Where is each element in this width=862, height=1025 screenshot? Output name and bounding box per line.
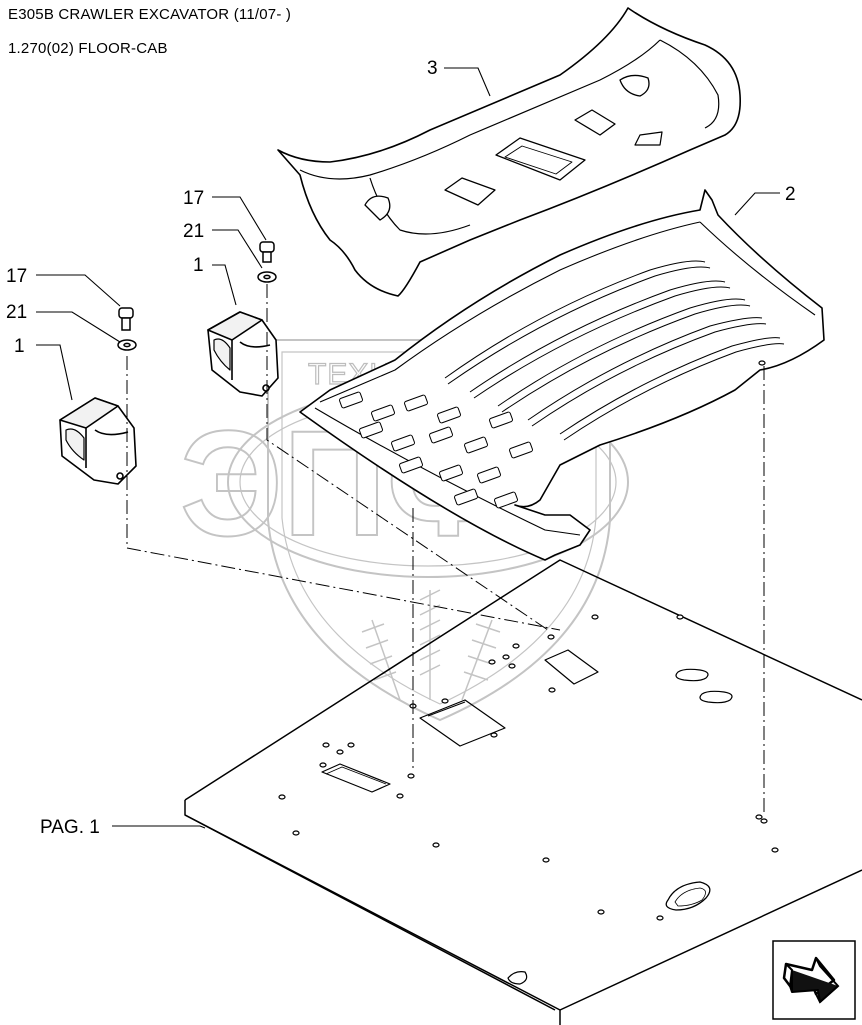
callout-mount-lower: 1 [14,336,25,357]
section-title: 1.270(02) FLOOR-CAB [8,40,168,57]
callout-washer-upper: 21 [183,221,204,242]
part-2-floor-mat [299,189,825,561]
bolt-upper [259,241,275,263]
assembly-lines [126,284,765,815]
callout-bolt-upper: 17 [183,188,204,209]
callout-bolt-lower: 17 [6,266,27,287]
leader-lines [36,67,780,829]
part-3-floor-cover [277,7,742,297]
washer-upper [257,271,277,283]
mount-upper [207,311,279,397]
model-title: E305B CRAWLER EXCAVATOR (11/07- ) [8,6,292,23]
washer-lower [117,339,137,351]
arrow-icon [772,940,856,1020]
wheat-icon [361,589,501,701]
cab-floor-base [184,559,862,1025]
callout-mount-upper: 1 [193,255,204,276]
callout-washer-lower: 21 [6,302,27,323]
bolt-lower [118,307,134,331]
next-page-button[interactable] [772,940,856,1020]
mounting-holes [278,360,779,921]
page-reference-label: PAG. 1 [40,817,100,838]
callout-part-2: 2 [785,184,796,205]
mount-lower [59,397,137,485]
callout-part-3: 3 [427,58,438,79]
